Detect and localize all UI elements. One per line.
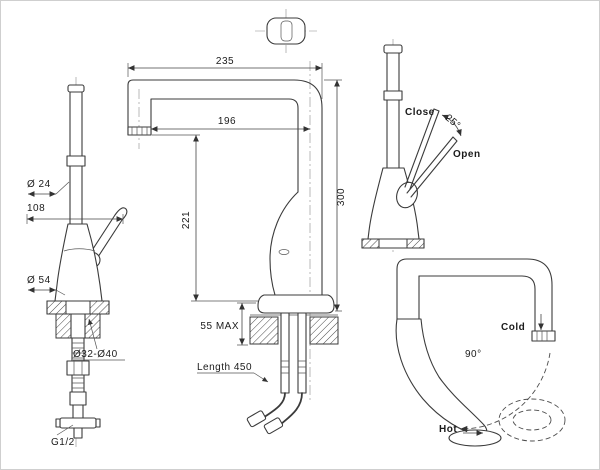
spout-rotated-inner xyxy=(512,409,552,431)
leader-body-diameter xyxy=(55,289,66,296)
dim-spout-height: 221 xyxy=(181,211,192,229)
inlet-pipe-left xyxy=(280,312,290,394)
handle-operation-view: Close 25° Open xyxy=(361,39,481,255)
swivel-aerator xyxy=(531,330,556,342)
spout-tube-lower xyxy=(69,165,83,225)
spout-cap xyxy=(67,84,85,93)
faucet-body xyxy=(54,223,103,302)
leader-spout-diameter xyxy=(55,181,70,195)
dim-overall-height: 300 xyxy=(336,188,347,206)
leader-hole-diameter xyxy=(88,318,98,350)
handle-lever-open xyxy=(406,136,458,198)
top-view xyxy=(255,9,317,53)
dim-body-diameter: Ø 54 xyxy=(27,275,51,286)
dim-handle-reach: 108 xyxy=(27,203,45,214)
swivel-base xyxy=(448,429,502,447)
swivel-view: Cold 90° Hot xyxy=(395,258,566,447)
hose-left xyxy=(262,392,286,419)
tee-cap-left xyxy=(55,418,61,428)
spout-tube-upper xyxy=(69,91,83,157)
hose-right xyxy=(279,392,303,426)
tee-cap-right xyxy=(95,418,101,428)
mount-shank xyxy=(70,313,86,339)
aerator-ticks xyxy=(131,127,148,135)
ext-spout-height xyxy=(152,134,258,302)
tee-stub xyxy=(73,427,83,439)
spout-tube-upper-2 xyxy=(386,52,400,92)
label-handle-angle: 25° xyxy=(443,113,463,132)
dim-thread-size: G1/2 xyxy=(51,437,75,448)
spout-outer-outline xyxy=(127,79,323,296)
label-hot: Hot xyxy=(439,424,457,435)
handle-top-slot xyxy=(280,20,293,42)
handle-top-outline xyxy=(266,17,306,45)
hose-fitting-upper xyxy=(69,391,87,406)
side-view: Ø 24 108 Ø 54 Ø32-Ø40 G1/2 xyxy=(26,77,128,449)
swivel-aerator-ticks xyxy=(536,331,548,341)
inlet-thread-ticks xyxy=(281,360,306,374)
spout-tube-lower-2 xyxy=(386,99,400,169)
label-swivel-angle: 90° xyxy=(465,349,482,360)
front-view: 235 196 300 221 55 MAX Length 450 xyxy=(127,56,347,435)
dim-spout-reach: 196 xyxy=(218,116,236,127)
inlet-pipe-right xyxy=(297,312,307,394)
handle-pivot-2 xyxy=(396,181,418,209)
dim-deck-thickness: 55 MAX xyxy=(200,321,239,332)
dim-hose-length: Length 450 xyxy=(197,362,252,373)
spout-rotated-outline xyxy=(498,398,566,442)
body-detail-line xyxy=(63,248,96,252)
mount-block-left xyxy=(249,316,279,345)
logo-mark xyxy=(278,249,290,255)
leader-thread-size xyxy=(56,424,74,436)
leader-hose-length xyxy=(253,372,269,383)
handle-lever-closed xyxy=(404,108,440,190)
arc-handle-angle xyxy=(441,114,462,137)
swivel-arm-inner xyxy=(418,275,536,332)
hose-fitting-neck xyxy=(72,404,84,419)
mount-nut-left xyxy=(55,313,72,339)
label-open: Open xyxy=(453,149,481,160)
dim-hole-diameter: Ø32-Ø40 xyxy=(73,349,118,360)
swivel-body xyxy=(395,318,488,436)
spout-cap-2 xyxy=(383,44,403,54)
mount-block-right xyxy=(309,316,339,345)
base-hatch-right-2 xyxy=(406,238,425,249)
base-hatch-right xyxy=(89,300,110,315)
arc-swivel-angle xyxy=(459,352,551,433)
rod-nut xyxy=(66,360,90,376)
label-close: Close xyxy=(405,107,435,118)
body-base xyxy=(257,294,335,314)
base-hatch-left xyxy=(46,300,67,315)
ext-handle-reach xyxy=(26,214,124,224)
thread-ticks xyxy=(72,342,84,389)
hose-end-right xyxy=(263,417,284,435)
base-hatch-left-2 xyxy=(361,238,380,249)
aerator xyxy=(127,126,152,136)
spout-inner-outline xyxy=(150,98,299,193)
spout-collar xyxy=(66,155,86,167)
swivel-arm-outer xyxy=(406,258,553,332)
dim-overall-width: 235 xyxy=(216,56,234,67)
dim-spout-diameter: Ø 24 xyxy=(27,179,51,190)
swivel-riser-left xyxy=(396,258,408,320)
spout-collar-2 xyxy=(383,90,403,101)
body-curve xyxy=(269,191,299,296)
rod-nut-facets xyxy=(73,361,83,375)
label-cold: Cold xyxy=(501,322,525,333)
mount-nut-right xyxy=(84,313,101,339)
tee-fitting xyxy=(59,417,97,429)
hose-end-left xyxy=(246,410,267,428)
